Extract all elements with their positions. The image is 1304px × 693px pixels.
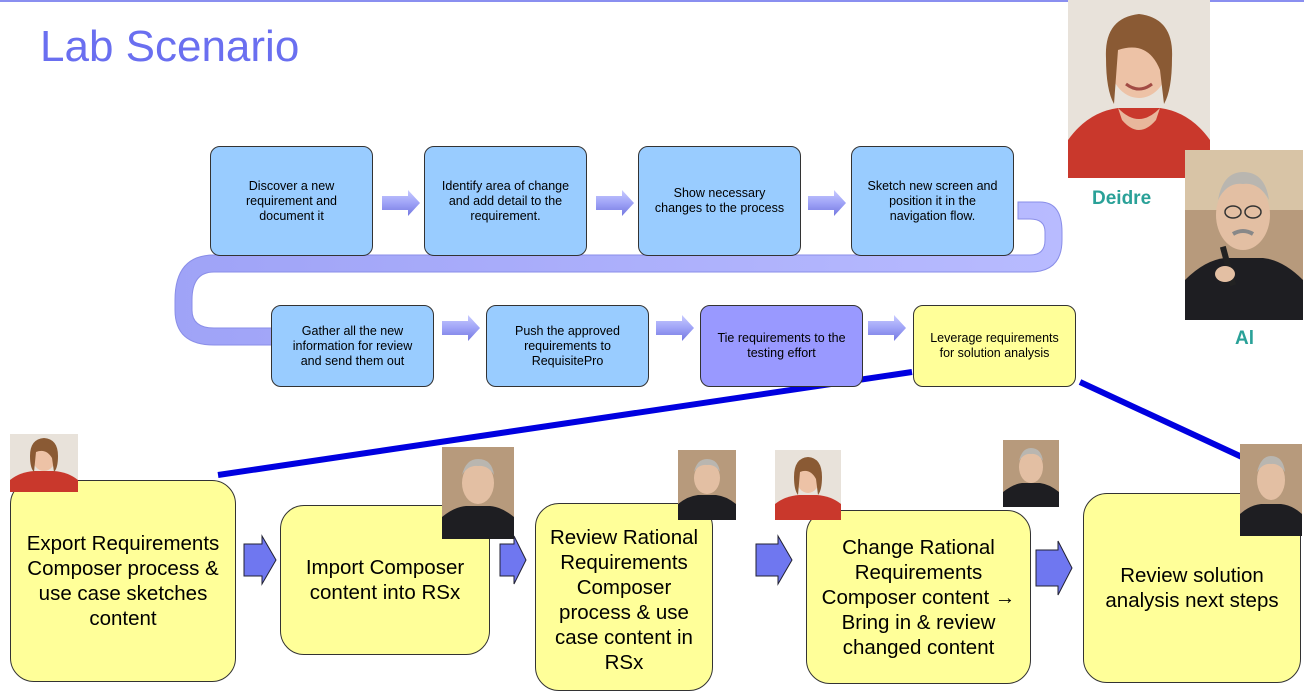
zoom-line-left [217, 369, 913, 478]
person-photo-al [1185, 150, 1303, 320]
step-box: Show necessary changes to the process [638, 146, 801, 256]
person-photo-al-thumb [678, 450, 736, 520]
detail-label: Export Requirements Composer process & u… [26, 532, 220, 630]
person-photo-al-thumb [1240, 444, 1302, 536]
person-name-al: Al [1235, 328, 1254, 349]
right-arrow-icon [656, 315, 694, 341]
step-box: Identify area of change and add detail t… [424, 146, 587, 256]
step-label: Identify area of change and add detail t… [441, 178, 570, 223]
detail-box: Review Rational Requirements Composer pr… [535, 503, 713, 691]
page-title: Lab Scenario [40, 22, 300, 71]
step-label: Gather all the new information for revie… [292, 323, 413, 368]
detail-label: Change Rational Requirements Composer co… [821, 535, 1016, 659]
zoom-line-right [1078, 379, 1272, 473]
person-photo-al-thumb [1003, 440, 1059, 507]
person-photo-deidre-thumb [775, 450, 841, 520]
right-arrow-icon [243, 534, 277, 586]
right-arrow-icon [596, 190, 634, 216]
step-box: Sketch new screen and position it in the… [851, 146, 1014, 256]
step-box: Push the approved requirements to Requis… [486, 305, 649, 387]
top-rule [0, 0, 1304, 2]
step-label: Discover a new requirement and document … [245, 178, 338, 223]
detail-box: Export Requirements Composer process & u… [10, 480, 236, 682]
step-box: Discover a new requirement and document … [210, 146, 373, 256]
detail-label: Review solution analysis next steps [1105, 564, 1279, 612]
step-box-highlighted: Leverage requirements for solution analy… [913, 305, 1076, 387]
right-arrow-icon [1035, 540, 1073, 596]
right-arrow-icon [868, 315, 906, 341]
detail-box: Change Rational Requirements Composer co… [806, 510, 1031, 684]
step-box: Gather all the new information for revie… [271, 305, 434, 387]
person-photo-deidre-thumb [10, 434, 78, 492]
right-arrow-icon [808, 190, 846, 216]
right-arrow-icon [499, 535, 527, 585]
right-arrow-icon [382, 190, 420, 216]
person-photo-al-thumb [442, 447, 514, 539]
person-photo-deidre [1068, 0, 1210, 178]
detail-label: Review Rational Requirements Composer pr… [549, 526, 699, 674]
step-label: Leverage requirements for solution analy… [930, 331, 1059, 360]
step-label: Show necessary changes to the process [654, 186, 785, 215]
u-turn-arrow-icon [174, 201, 1063, 346]
step-label: Tie requirements to the testing effort [717, 331, 846, 360]
right-arrow-icon [755, 534, 793, 586]
step-label: Push the approved requirements to Requis… [515, 323, 620, 368]
detail-label: Import Composer content into RSx [305, 556, 465, 604]
person-name-deidre: Deidre [1092, 188, 1152, 209]
right-arrow-icon [442, 315, 480, 341]
step-label: Sketch new screen and position it in the… [867, 178, 998, 223]
step-box: Tie requirements to the testing effort [700, 305, 863, 387]
